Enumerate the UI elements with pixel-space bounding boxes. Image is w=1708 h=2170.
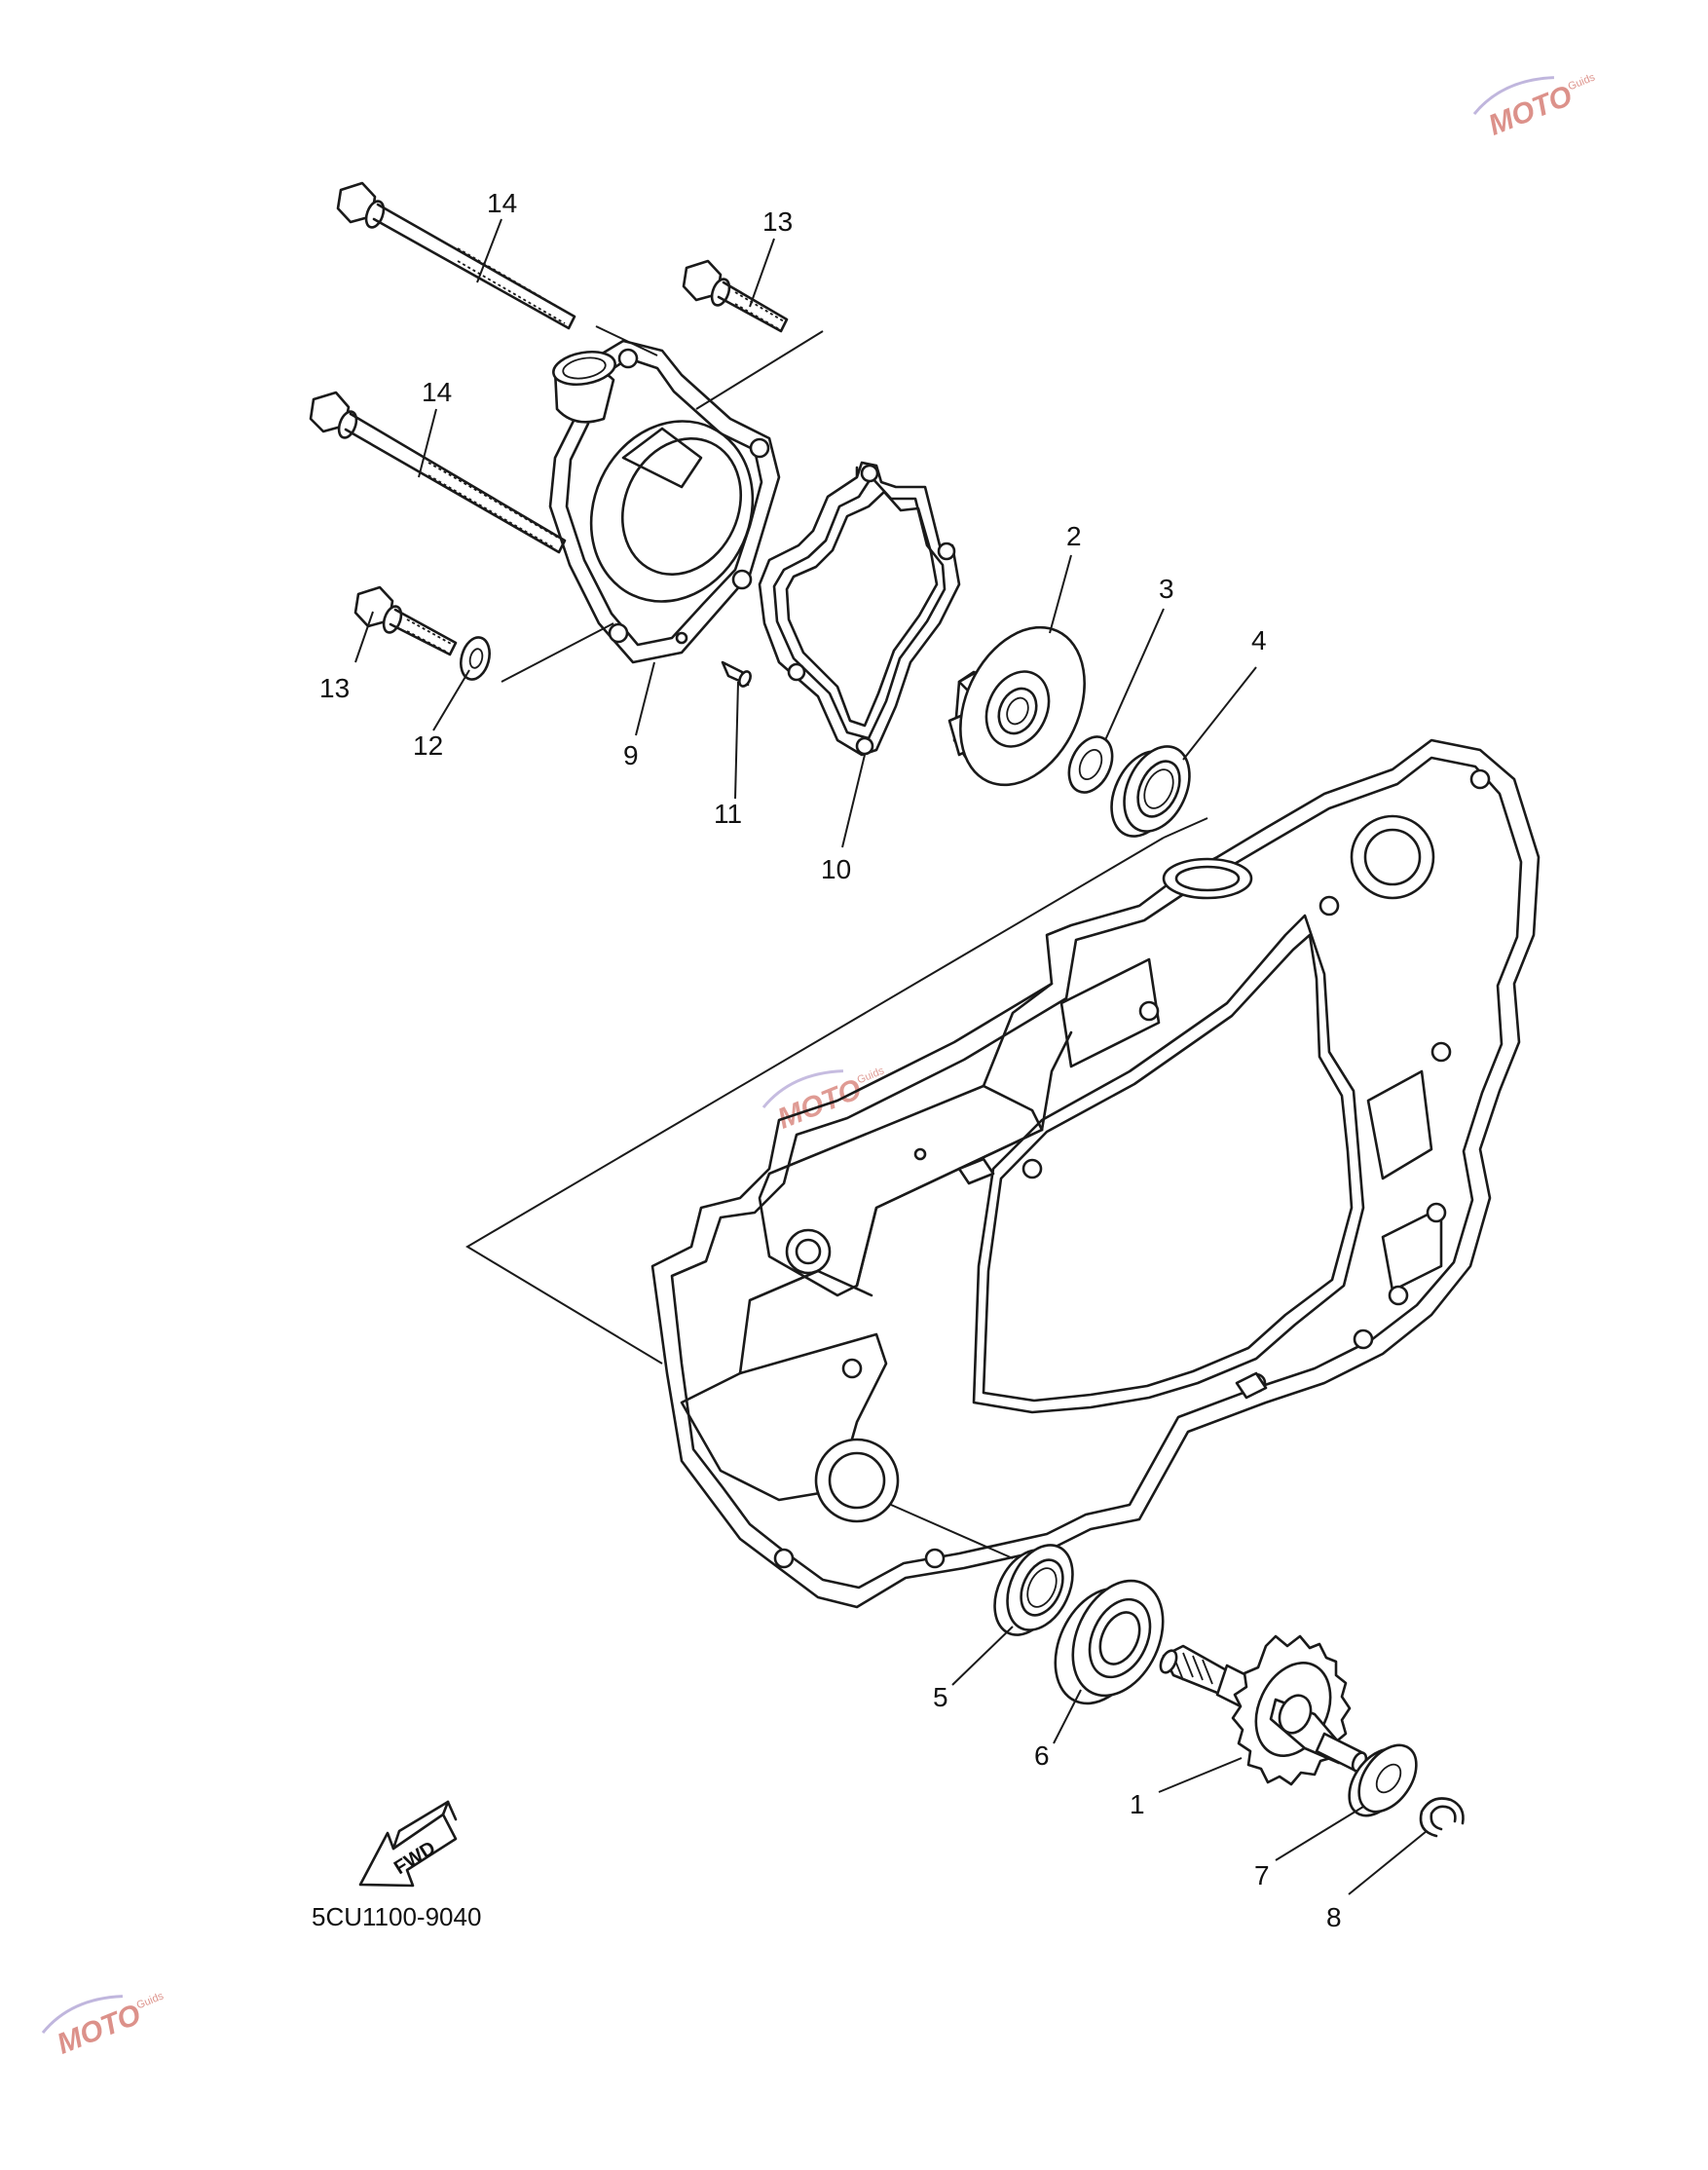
circlip-8 (1419, 1797, 1465, 1838)
callout-3: 3 (1159, 574, 1174, 604)
callout-13-lower: 13 (319, 673, 350, 703)
washer-7 (1348, 1743, 1418, 1817)
fwd-arrow-icon: FWD (358, 1800, 458, 1888)
short-bolt-upper (682, 259, 789, 333)
watermark-top-right: MOTO Guids (1472, 71, 1598, 142)
callout-7: 7 (1254, 1860, 1270, 1890)
oil-seal-4 (1110, 745, 1191, 838)
svg-text:MOTO: MOTO (1484, 80, 1577, 142)
impeller-shaft-gear (1159, 1634, 1368, 1786)
callout-labels: 14 13 14 13 12 9 11 10 2 3 4 5 6 1 7 8 (319, 188, 1342, 1932)
long-bolt-lower (309, 391, 567, 554)
water-pump-cover (548, 339, 781, 664)
callout-5: 5 (933, 1682, 948, 1712)
callout-9: 9 (623, 740, 639, 770)
callout-12: 12 (413, 730, 443, 761)
short-bolt-lower (353, 585, 458, 656)
watermark-bottom-left: MOTO Guids (41, 1990, 167, 2061)
svg-text:Guids: Guids (135, 1990, 167, 2011)
washer-3 (1067, 735, 1114, 794)
diagram-code: 5CU1100-9040 (312, 1902, 481, 1931)
pump-gasket (758, 461, 961, 757)
callout-6: 6 (1034, 1740, 1050, 1771)
washer-12 (460, 636, 491, 681)
dowel-pin (721, 660, 752, 688)
bearing-6 (1054, 1579, 1165, 1705)
callout-14-upper: 14 (487, 188, 517, 218)
callout-2: 2 (1066, 521, 1082, 551)
callout-4: 4 (1251, 625, 1267, 655)
callout-10: 10 (821, 854, 851, 884)
crankcase (650, 738, 1541, 1609)
callout-13-upper: 13 (762, 206, 793, 237)
leader-lines (354, 218, 1428, 1895)
long-bolt-upper (336, 181, 576, 330)
callout-11: 11 (714, 799, 742, 829)
impeller (947, 625, 1086, 787)
callout-14-lower: 14 (422, 377, 452, 407)
callout-1: 1 (1130, 1789, 1145, 1819)
callout-8: 8 (1326, 1902, 1342, 1932)
oil-seal-5 (993, 1544, 1074, 1636)
svg-text:MOTO: MOTO (53, 1999, 145, 2061)
svg-text:Guids: Guids (1567, 71, 1598, 93)
